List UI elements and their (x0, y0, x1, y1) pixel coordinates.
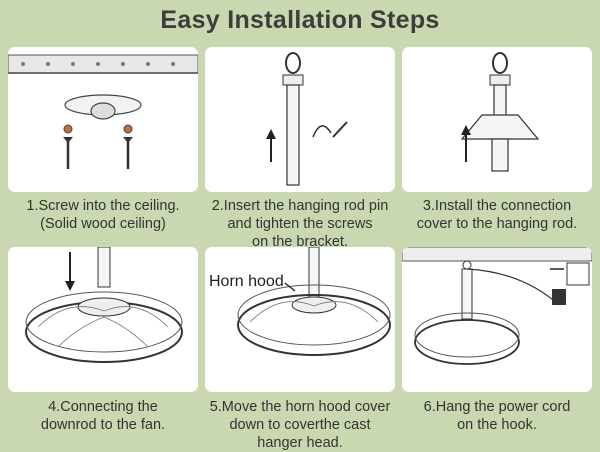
step-3-caption: 3.Install the connection cover to the ha… (402, 197, 592, 233)
horn-hood-illustration (205, 247, 395, 392)
step-2-caption: 2.Insert the hanging rod pin and tighten… (205, 197, 395, 251)
downrod-to-fan-illustration (8, 247, 198, 392)
step-6-caption: 6.Hang the power cord on the hook. (402, 398, 592, 434)
connection-cover-illustration (402, 47, 592, 192)
step-4-caption: 4.Connecting the downrod to the fan. (8, 398, 198, 434)
power-cord-hook-illustration (402, 247, 592, 392)
step-4-illustration-panel (8, 247, 198, 392)
horn-hood-callout: Horn hood (209, 273, 284, 291)
step-1-illustration-panel (8, 47, 198, 192)
page-title: Easy Installation Steps (0, 6, 600, 35)
step-2-illustration-panel (205, 47, 395, 192)
step-5-caption: 5.Move the horn hood cover down to cover… (205, 398, 395, 452)
step-5-illustration-panel: Horn hood (205, 247, 395, 392)
step-1-caption: 1.Screw into the ceiling. (Solid wood ce… (8, 197, 198, 233)
ceiling-screw-illustration (8, 47, 198, 192)
step-3-illustration-panel (402, 47, 592, 192)
step-6-illustration-panel (402, 247, 592, 392)
hanging-rod-pin-illustration (205, 47, 395, 192)
